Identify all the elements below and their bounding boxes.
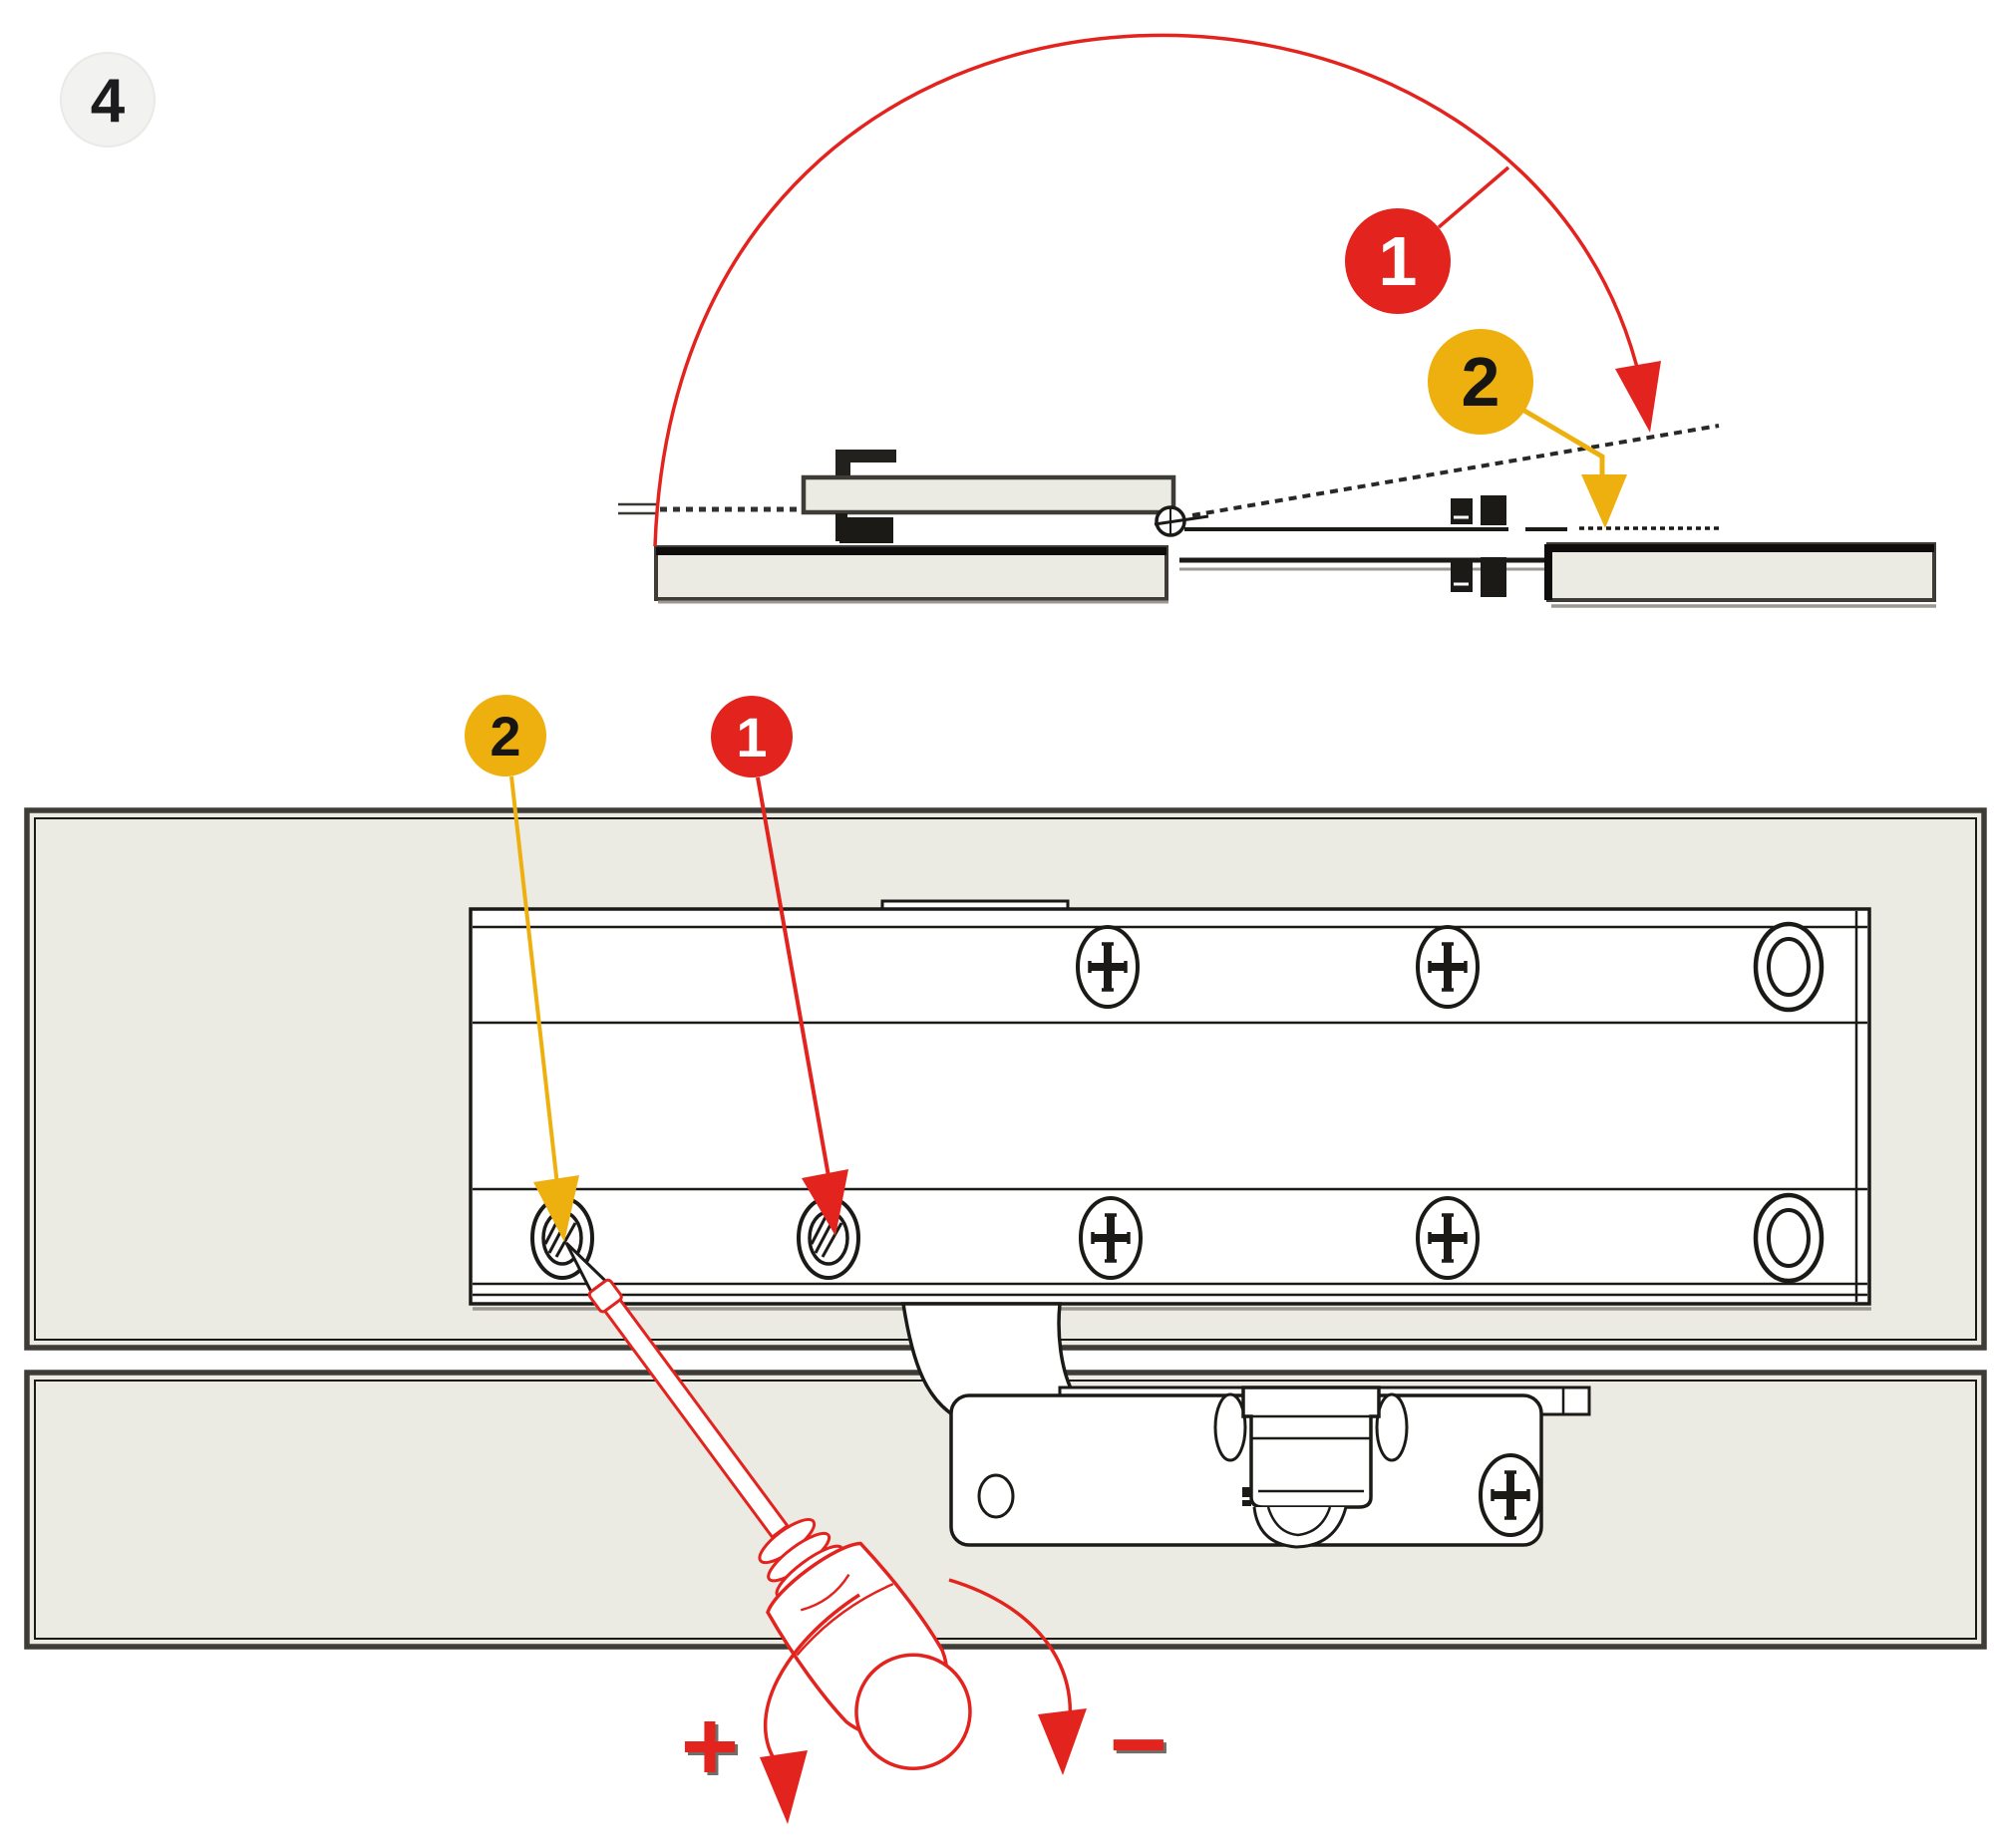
callout-2-leader-line — [509, 775, 560, 1195]
plus-symbol-shadow: + — [684, 1694, 742, 1805]
plate-hole — [977, 1473, 1015, 1519]
hinge-mounting-rail — [469, 899, 1871, 1311]
step-number: 4 — [91, 67, 126, 136]
callout-1-badge — [1345, 208, 1451, 314]
plate-phillips-screw — [1481, 1455, 1540, 1535]
clip-release-tab — [1252, 1506, 1348, 1549]
clip-boss — [1241, 1386, 1381, 1509]
opening-arc-arrow — [653, 33, 1647, 547]
phillips-screw — [1418, 927, 1478, 1007]
hinge-arm-assembly — [900, 1302, 1591, 1549]
mounting-hole — [1756, 1195, 1822, 1281]
screwdriver — [564, 1241, 972, 1771]
callout-2-label: 2 — [490, 705, 520, 768]
minus-symbol: − — [1110, 1689, 1167, 1800]
bottom-diagram-hinge-adjustment: 2 1 + + — [24, 695, 1987, 1824]
callout-1-top: 1 — [1345, 165, 1510, 314]
rotate-plus-arrowhead-icon — [760, 1750, 808, 1824]
callout-2-top: 2 — [1428, 329, 1627, 528]
minus-symbol-shadow: − — [1113, 1692, 1170, 1803]
phillips-screw — [1081, 1198, 1141, 1278]
rotation-direction-arrows: + + − − — [681, 1578, 1170, 1824]
callout-1-label: 1 — [1379, 222, 1418, 300]
callout-2-badge — [1428, 329, 1533, 435]
callout-1-leader-line — [756, 776, 831, 1177]
phillips-screw — [1078, 927, 1138, 1007]
mounting-hole — [1756, 924, 1822, 1010]
fixed-lower-panel — [654, 545, 1168, 604]
closed-flap-panel — [801, 474, 1176, 515]
callout-1-badge — [711, 696, 793, 777]
hinge-section-black-parts — [835, 513, 893, 543]
open-flap-dashed-line — [1191, 424, 1720, 517]
pivot-marker — [1154, 505, 1209, 537]
callout-2-bottom: 2 — [465, 695, 579, 1242]
opening-arc-arrowhead-icon — [1615, 361, 1661, 433]
callout-1-leader-line — [1437, 165, 1510, 229]
screwdriver-handle-end — [854, 1653, 972, 1771]
callout-1-bottom: 1 — [711, 696, 848, 1236]
callout-2-label: 2 — [1462, 343, 1500, 421]
callout-2-badge — [465, 695, 546, 776]
plus-symbol: + — [681, 1691, 739, 1802]
rotate-plus-arc — [763, 1593, 860, 1768]
top-diagram-flap-cross-section: 1 2 — [618, 33, 1936, 608]
step-badge: 4 — [60, 52, 156, 148]
rotate-minus-arc — [948, 1578, 1073, 1735]
clip-blocks — [1451, 495, 1506, 597]
callout-1-label: 1 — [736, 706, 767, 769]
callout-2-arrowhead-icon — [1581, 474, 1627, 528]
right-fixed-panel — [1544, 542, 1936, 608]
callout-2-leader-line — [1522, 408, 1605, 476]
rail-end-cap — [618, 502, 656, 515]
rotate-minus-arrowhead-icon — [1038, 1708, 1087, 1775]
callout-1-arrowhead-icon — [802, 1169, 848, 1236]
phillips-screw — [1418, 1198, 1478, 1278]
callout-2-arrowhead-icon — [533, 1175, 579, 1242]
step-badge-circle — [60, 52, 156, 148]
rail-profile-lines — [473, 925, 1867, 1297]
flap-bracket — [835, 450, 896, 475]
